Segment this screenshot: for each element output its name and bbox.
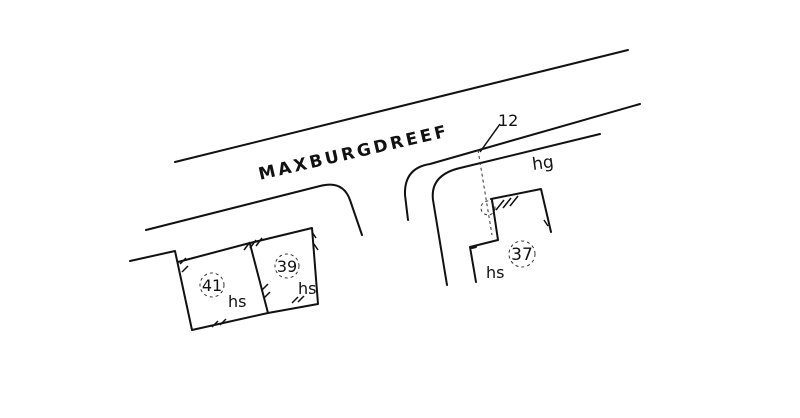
road-edge-top [174, 49, 629, 163]
road-edge-right-outer [403, 103, 641, 221]
hatching [179, 231, 319, 328]
building-type-41: hs [228, 292, 246, 311]
house-number-41: 41 [202, 276, 222, 295]
building-type-39: hs [298, 279, 316, 298]
road-edge-left-curb [145, 183, 363, 236]
parcel-outline-37-lower [469, 199, 499, 283]
street-name: MAXBURGDREEF [257, 121, 452, 184]
house-number-circle [508, 240, 536, 268]
boundary-marker [480, 200, 496, 216]
hatching [495, 195, 549, 227]
parcel-front-37 [471, 246, 477, 249]
point-label-12: 12 [498, 111, 518, 130]
parcel-divider [249, 243, 269, 314]
area-label-hg: hg [531, 152, 555, 175]
boundary-dashed-line [477, 149, 493, 236]
building-type-37: hs [486, 263, 504, 282]
parcel-outline-37 [490, 188, 552, 233]
house-number-circle [274, 253, 300, 279]
road-edge-right-inner [431, 133, 601, 286]
parcel-outline-41-39 [129, 227, 319, 331]
house-number-37: 37 [511, 245, 533, 265]
house-number-circle [199, 272, 225, 298]
leader-line [479, 123, 501, 153]
house-number-39: 39 [277, 257, 297, 276]
